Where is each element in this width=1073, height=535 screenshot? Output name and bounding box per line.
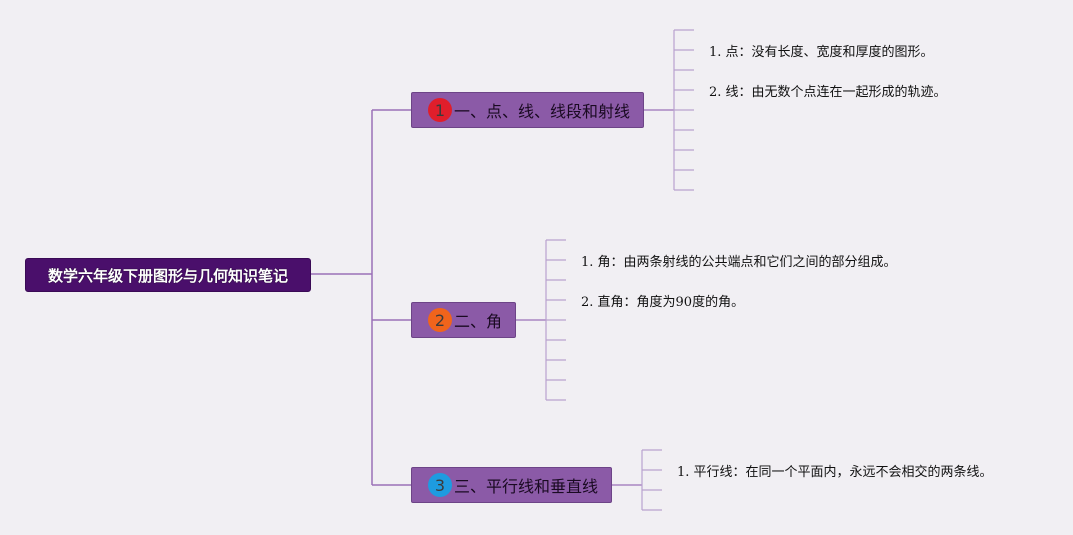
topic-2-number: 2 [434, 310, 446, 330]
topic-1-number: 1 [434, 100, 446, 120]
root-connectors [311, 109, 411, 486]
topic-2-label: 二、角 [454, 312, 503, 331]
number-badge-icon: 3 [428, 473, 452, 497]
topic-3[interactable]: 3 三、平行线和垂直线 [411, 467, 612, 503]
topic-2-connectors [516, 239, 566, 401]
topic-1-connectors [644, 29, 694, 191]
topic-2-item-2[interactable]: 2. 直角：角度为90度的角。 [581, 295, 745, 310]
topic-2-item-1[interactable]: 1. 角：由两条射线的公共端点和它们之间的部分组成。 [581, 255, 897, 270]
topic-3-number: 3 [434, 475, 446, 495]
number-badge-icon: 2 [428, 308, 452, 332]
topic-1-item-1[interactable]: 1. 点：没有长度、宽度和厚度的图形。 [709, 45, 934, 60]
topic-1-label: 一、点、线、线段和射线 [454, 102, 631, 121]
topic-2[interactable]: 2 二、角 [411, 302, 516, 338]
root-topic-label: 数学六年级下册图形与几何知识笔记 [47, 266, 288, 285]
topic-3-item-1[interactable]: 1. 平行线：在同一个平面内，永远不会相交的两条线。 [677, 465, 993, 480]
root-topic[interactable]: 数学六年级下册图形与几何知识笔记 [25, 258, 311, 292]
number-badge-icon: 1 [428, 98, 452, 122]
topic-1-item-2[interactable]: 2. 线：由无数个点连在一起形成的轨迹。 [709, 85, 947, 100]
topic-3-label: 三、平行线和垂直线 [454, 477, 599, 496]
topic-1[interactable]: 1 一、点、线、线段和射线 [411, 92, 644, 128]
topic-3-connectors [612, 449, 662, 511]
